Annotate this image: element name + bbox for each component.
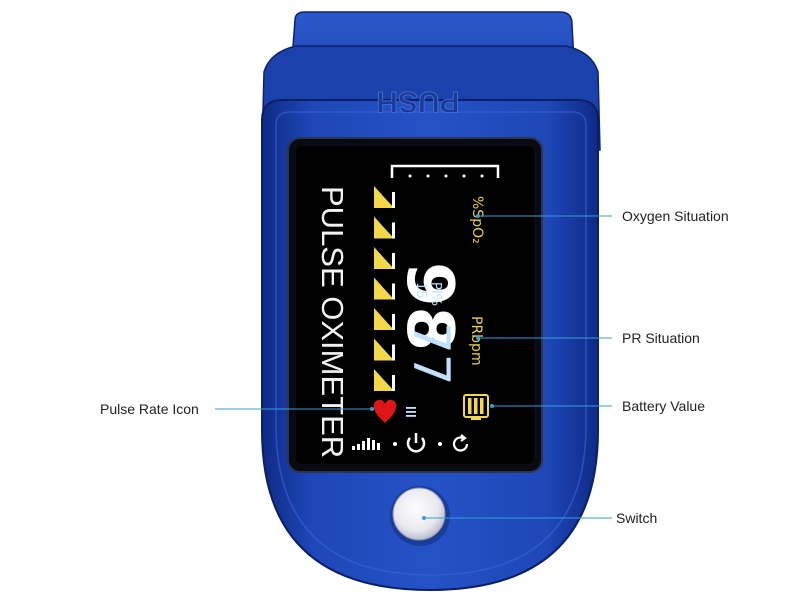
heart-icon bbox=[373, 399, 397, 423]
callout-lines bbox=[215, 214, 612, 520]
spo2-value: 98 bbox=[392, 262, 466, 351]
pr-unit-label: PRbpm bbox=[468, 316, 484, 366]
pr-value: 77 bbox=[402, 322, 460, 386]
body-inner-edge bbox=[275, 111, 587, 576]
pleth-bar bbox=[374, 308, 394, 330]
label-pr-situation: PR Situation bbox=[622, 330, 700, 346]
separator-dot bbox=[393, 442, 397, 446]
pi-value: 15 bbox=[413, 282, 428, 299]
rotate-icon bbox=[452, 434, 469, 452]
pleth-dots bbox=[408, 174, 484, 178]
signal-strength-icon bbox=[352, 438, 380, 450]
label-pulse-rate-icon: Pulse Rate Icon bbox=[100, 401, 199, 417]
pleth-bar bbox=[374, 277, 394, 300]
label-oxygen-situation: Oxygen Situation bbox=[622, 208, 729, 224]
label-battery-value: Battery Value bbox=[622, 398, 706, 414]
pleth-bar bbox=[374, 338, 394, 361]
spo2-readout: 98 bbox=[392, 262, 466, 351]
pleth-tick bbox=[392, 344, 395, 361]
brand-label: PULSE OXIMETER bbox=[315, 186, 350, 458]
svg-text:%SpO₂: %SpO₂ bbox=[469, 196, 485, 244]
pr-readout: 77 bbox=[402, 322, 460, 386]
pleth-tick bbox=[392, 192, 395, 208]
switch-button[interactable] bbox=[392, 487, 446, 541]
pleth-tick bbox=[392, 253, 395, 269]
pleth-tick bbox=[392, 222, 395, 239]
push-label: PUSH bbox=[376, 85, 460, 119]
separator-dot bbox=[438, 442, 442, 446]
svg-text:PRbpm: PRbpm bbox=[468, 316, 484, 366]
pleth-bar-graph bbox=[374, 186, 395, 391]
pi-label: PI% bbox=[428, 282, 443, 306]
pleth-bracket bbox=[390, 164, 500, 178]
svg-text:PI%: PI% bbox=[428, 282, 443, 306]
svg-text:PUSH: PUSH bbox=[376, 85, 459, 118]
screen bbox=[296, 146, 534, 464]
pleth-bar bbox=[374, 247, 394, 269]
pleth-tick bbox=[392, 283, 395, 300]
spo2-unit-label: %SpO₂ bbox=[469, 196, 485, 244]
label-switch: Switch bbox=[616, 510, 658, 526]
pleth-bar bbox=[374, 186, 394, 208]
pleth-tick bbox=[392, 314, 395, 330]
svg-text:PULSE OXIMETER: PULSE OXIMETER bbox=[315, 186, 350, 458]
pleth-tick bbox=[392, 375, 395, 391]
power-icon bbox=[406, 433, 426, 453]
svg-text:15: 15 bbox=[413, 282, 428, 299]
battery-icon bbox=[463, 394, 489, 420]
pleth-bar bbox=[374, 216, 394, 239]
pulse-strength-marks bbox=[406, 407, 416, 417]
pleth-bar bbox=[374, 369, 394, 391]
